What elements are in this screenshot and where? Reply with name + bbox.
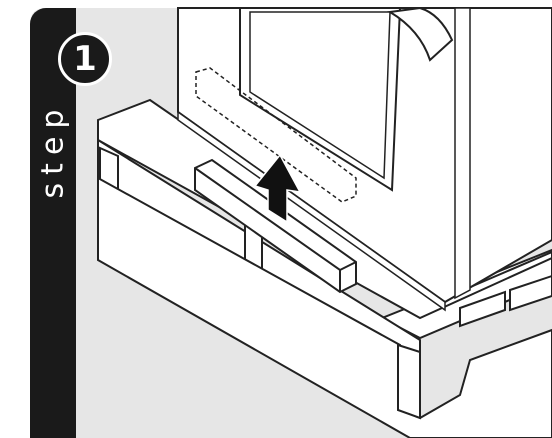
pallet-block-front (397, 343, 421, 420)
up-arrow-icon (253, 153, 302, 224)
appliance-door-window (239, 7, 402, 192)
packing-block (194, 158, 357, 294)
appliance-window-inner (249, 11, 391, 180)
step-label: step (35, 101, 71, 199)
packing-block-outline (195, 67, 357, 203)
pallet-board-right (459, 290, 506, 328)
step-number-badge: 1 (58, 32, 112, 86)
appliance-side-panel (454, 7, 471, 300)
appliance-base-rail (177, 110, 446, 312)
appliance-handle (387, 6, 454, 62)
pallet-board-right-2 (509, 274, 552, 312)
